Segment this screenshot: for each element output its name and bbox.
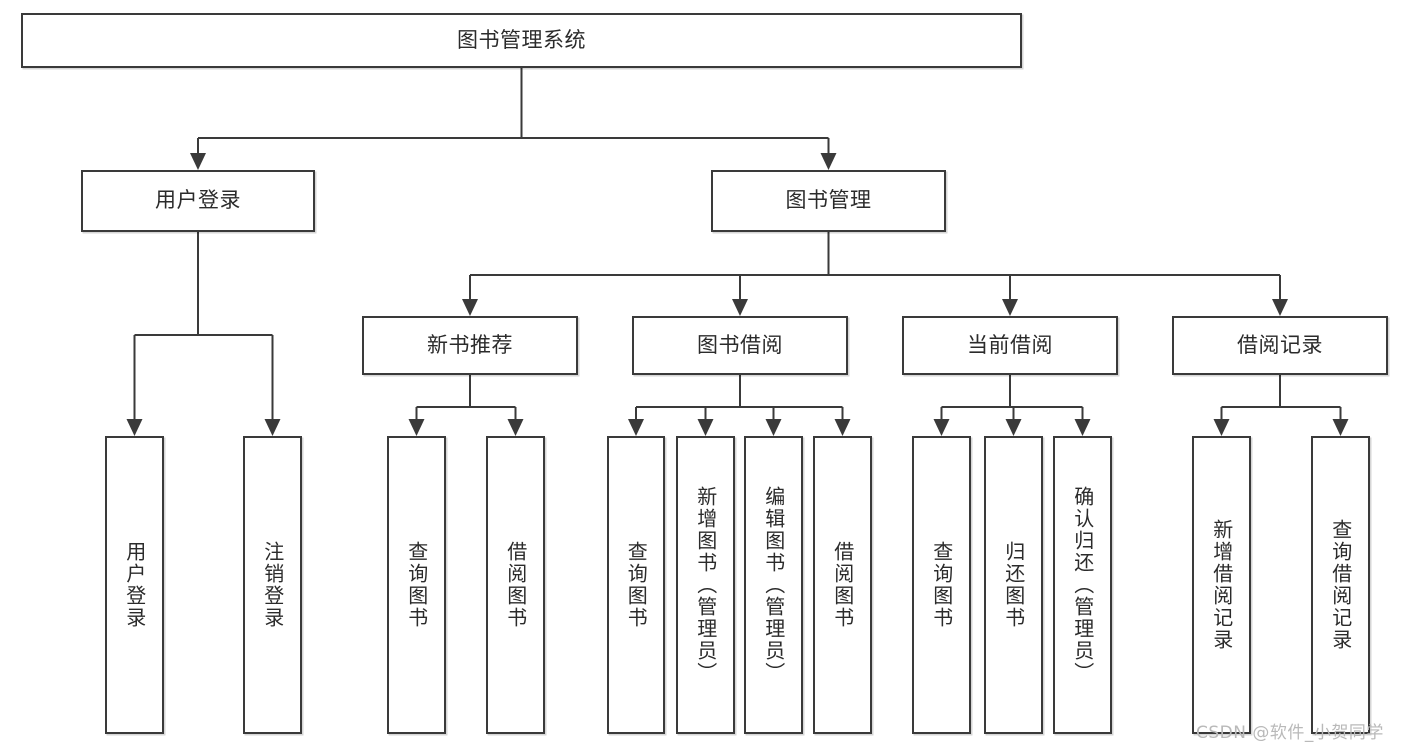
node-root[interactable]: 图书管理系统 [21, 13, 1022, 68]
node-leaf-query-book-3[interactable]: 查询图书 [912, 436, 971, 734]
arrow-head-current-borrow [1002, 299, 1018, 316]
arrow-head-leaf-query-book-1 [408, 419, 425, 436]
node-borrow-record[interactable]: 借阅记录 [1172, 316, 1388, 375]
node-label-new-book-rec: 新书推荐 [427, 332, 513, 357]
node-leaf-query-book-1[interactable]: 查询图书 [387, 436, 446, 734]
arrow-head-borrow-record [1272, 299, 1288, 316]
node-leaf-borrow-book-1[interactable]: 借阅图书 [486, 436, 545, 734]
arrow-head-leaf-logout [264, 419, 281, 436]
node-label-book-manage: 图书管理 [785, 188, 872, 213]
node-leaf-return-book[interactable]: 归还图书 [984, 436, 1043, 734]
node-leaf-add-record[interactable]: 新增借阅记录 [1192, 436, 1251, 734]
node-label-leaf-query-book-2: 查询图书 [624, 541, 649, 629]
node-label-leaf-add-record: 新增借阅记录 [1209, 519, 1234, 651]
node-new-book-rec[interactable]: 新书推荐 [362, 316, 578, 375]
node-label-leaf-edit-book: 编辑图书（管理员） [761, 486, 786, 684]
arrow-head-leaf-query-record [1332, 419, 1349, 436]
node-label-current-borrow: 当前借阅 [967, 332, 1053, 357]
arrow-head-new-book-rec [462, 299, 478, 316]
arrow-head-leaf-return-book [1005, 419, 1022, 436]
node-leaf-confirm-return[interactable]: 确认归还（管理员） [1053, 436, 1112, 734]
node-label-leaf-logout: 注销登录 [260, 541, 285, 629]
arrow-head-leaf-confirm-return [1074, 419, 1091, 436]
node-label-leaf-query-book-1: 查询图书 [404, 541, 429, 629]
node-label-user-login: 用户登录 [155, 188, 241, 213]
arrow-head-leaf-user-login [126, 419, 143, 436]
node-user-login[interactable]: 用户登录 [81, 170, 315, 232]
node-leaf-add-book[interactable]: 新增图书（管理员） [676, 436, 735, 734]
node-leaf-query-book-2[interactable]: 查询图书 [607, 436, 665, 734]
node-label-leaf-query-record: 查询借阅记录 [1328, 519, 1353, 651]
node-book-borrow[interactable]: 图书借阅 [632, 316, 848, 375]
arrow-head-book-borrow [732, 299, 748, 316]
arrow-head-leaf-query-book-2 [628, 419, 644, 436]
node-label-leaf-query-book-3: 查询图书 [929, 541, 954, 629]
node-leaf-logout[interactable]: 注销登录 [243, 436, 302, 734]
node-label-leaf-confirm-return: 确认归还（管理员） [1070, 486, 1095, 684]
node-leaf-query-record[interactable]: 查询借阅记录 [1311, 436, 1370, 734]
arrow-head-user-login [190, 153, 206, 170]
arrow-head-leaf-borrow-book-2 [834, 419, 851, 436]
node-label-root: 图书管理系统 [457, 27, 586, 52]
arrow-head-leaf-query-book-3 [933, 419, 950, 436]
node-label-leaf-add-book: 新增图书（管理员） [693, 486, 718, 684]
node-book-manage[interactable]: 图书管理 [711, 170, 946, 232]
arrow-head-book-manage [820, 153, 837, 170]
arrow-head-leaf-add-book [697, 419, 714, 436]
node-current-borrow[interactable]: 当前借阅 [902, 316, 1118, 375]
node-label-leaf-borrow-book-2: 借阅图书 [830, 541, 855, 629]
node-label-leaf-user-login: 用户登录 [122, 541, 147, 629]
node-leaf-borrow-book-2[interactable]: 借阅图书 [813, 436, 872, 734]
node-label-book-borrow: 图书借阅 [697, 332, 783, 357]
node-leaf-edit-book[interactable]: 编辑图书（管理员） [744, 436, 803, 734]
node-leaf-user-login[interactable]: 用户登录 [105, 436, 164, 734]
arrow-head-leaf-add-record [1213, 419, 1230, 436]
arrow-head-leaf-borrow-book-1 [507, 419, 524, 436]
arrow-head-leaf-edit-book [765, 419, 782, 436]
node-label-leaf-borrow-book-1: 借阅图书 [503, 541, 528, 629]
node-label-borrow-record: 借阅记录 [1237, 332, 1323, 357]
node-label-leaf-return-book: 归还图书 [1001, 541, 1026, 629]
